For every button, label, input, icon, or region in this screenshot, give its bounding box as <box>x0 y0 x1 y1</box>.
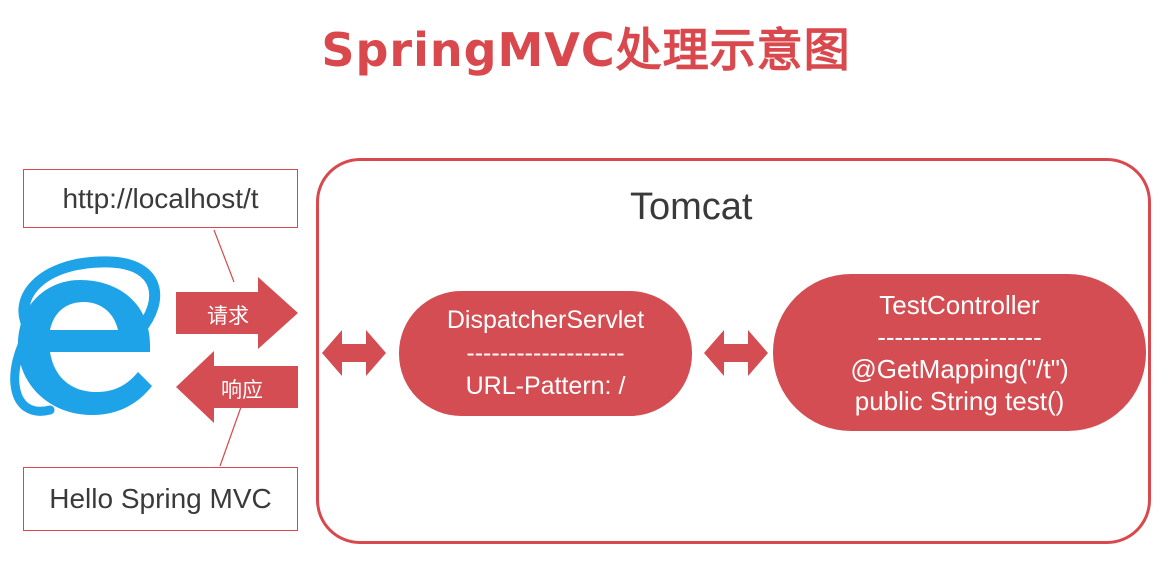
internet-explorer-icon <box>10 256 161 416</box>
tomcat-container <box>316 158 1151 544</box>
response-connector-line <box>219 406 242 467</box>
controller-divider: ------------------- <box>877 321 1042 352</box>
diagram-title: SpringMVC处理示意图 <box>321 23 851 77</box>
dispatcher-servlet-node: DispatcherServlet ------------------- UR… <box>399 291 692 416</box>
response-text-note: Hello Spring MVC <box>23 467 298 531</box>
request-arrow <box>176 277 298 349</box>
controller-name: TestController <box>879 289 1040 320</box>
request-url-note: http://localhost/t <box>23 169 298 228</box>
controller-method: public String test() <box>854 385 1065 416</box>
dispatcher-divider: ------------------- <box>466 339 625 367</box>
request-url-text: http://localhost/t <box>62 182 259 214</box>
double-arrow-right <box>704 330 768 376</box>
response-label: 响应 <box>221 378 263 402</box>
url-connector-line <box>213 229 235 283</box>
dispatcher-name: DispatcherServlet <box>446 306 645 334</box>
response-arrow <box>176 351 298 423</box>
test-controller-node: TestController ------------------- @GetM… <box>773 274 1146 431</box>
controller-annotation: @GetMapping("/t") <box>850 353 1069 384</box>
tomcat-label: Tomcat <box>630 186 753 228</box>
dispatcher-pattern: URL-Pattern: / <box>465 372 626 400</box>
request-label: 请求 <box>207 304 249 328</box>
double-arrow-left <box>322 330 386 376</box>
response-text: Hello Spring MVC <box>49 483 272 514</box>
